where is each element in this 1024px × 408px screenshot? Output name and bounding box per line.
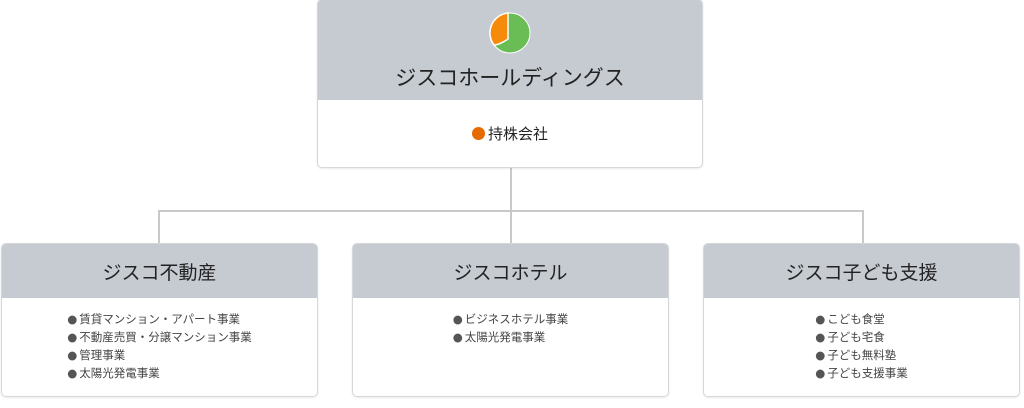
holding-type: 持株会社	[487, 124, 548, 143]
connector-right	[862, 210, 864, 244]
connector-trunk	[510, 166, 512, 212]
list-item: 太陽光発電事業	[67, 364, 252, 382]
subsidiary-box: ジスコ不動産 賃貸マンション・アパート事業 不動産売買・分譲マンション事業 管理…	[1, 243, 318, 397]
list-item: 賃貸マンション・アパート事業	[67, 310, 252, 328]
subsidiary-name: ジスコ子ども支援	[785, 261, 938, 284]
holding-header: ジスコホールディングス	[318, 0, 702, 100]
list-item: 太陽光発電事業	[453, 328, 569, 346]
subsidiary-box: ジスコホテル ビジネスホテル事業 太陽光発電事業	[352, 243, 669, 397]
list-item: ビジネスホテル事業	[453, 310, 569, 328]
connector-middle	[510, 210, 512, 244]
connector-left	[158, 210, 160, 244]
list-item: 子ども無料塾	[815, 346, 908, 364]
list-item: 子ども支援事業	[815, 364, 908, 382]
list-item: 管理事業	[67, 346, 252, 364]
holding-name: ジスコホールディングス	[395, 66, 625, 90]
list-item: 不動産売買・分譲マンション事業	[67, 328, 252, 346]
status-dot-icon	[471, 126, 485, 140]
holding-company-box: ジスコホールディングス 持株会社	[317, 0, 703, 168]
list-item: こども食堂	[815, 310, 908, 328]
subsidiary-box: ジスコ子ども支援 こども食堂 子ども宅食 子ども無料塾 子ども支援事業	[703, 243, 1020, 397]
list-item: 子ども宅食	[815, 328, 908, 346]
subsidiary-name: ジスコ不動産	[102, 261, 217, 284]
company-logo-icon	[489, 12, 531, 54]
subsidiary-name: ジスコホテル	[453, 261, 568, 284]
